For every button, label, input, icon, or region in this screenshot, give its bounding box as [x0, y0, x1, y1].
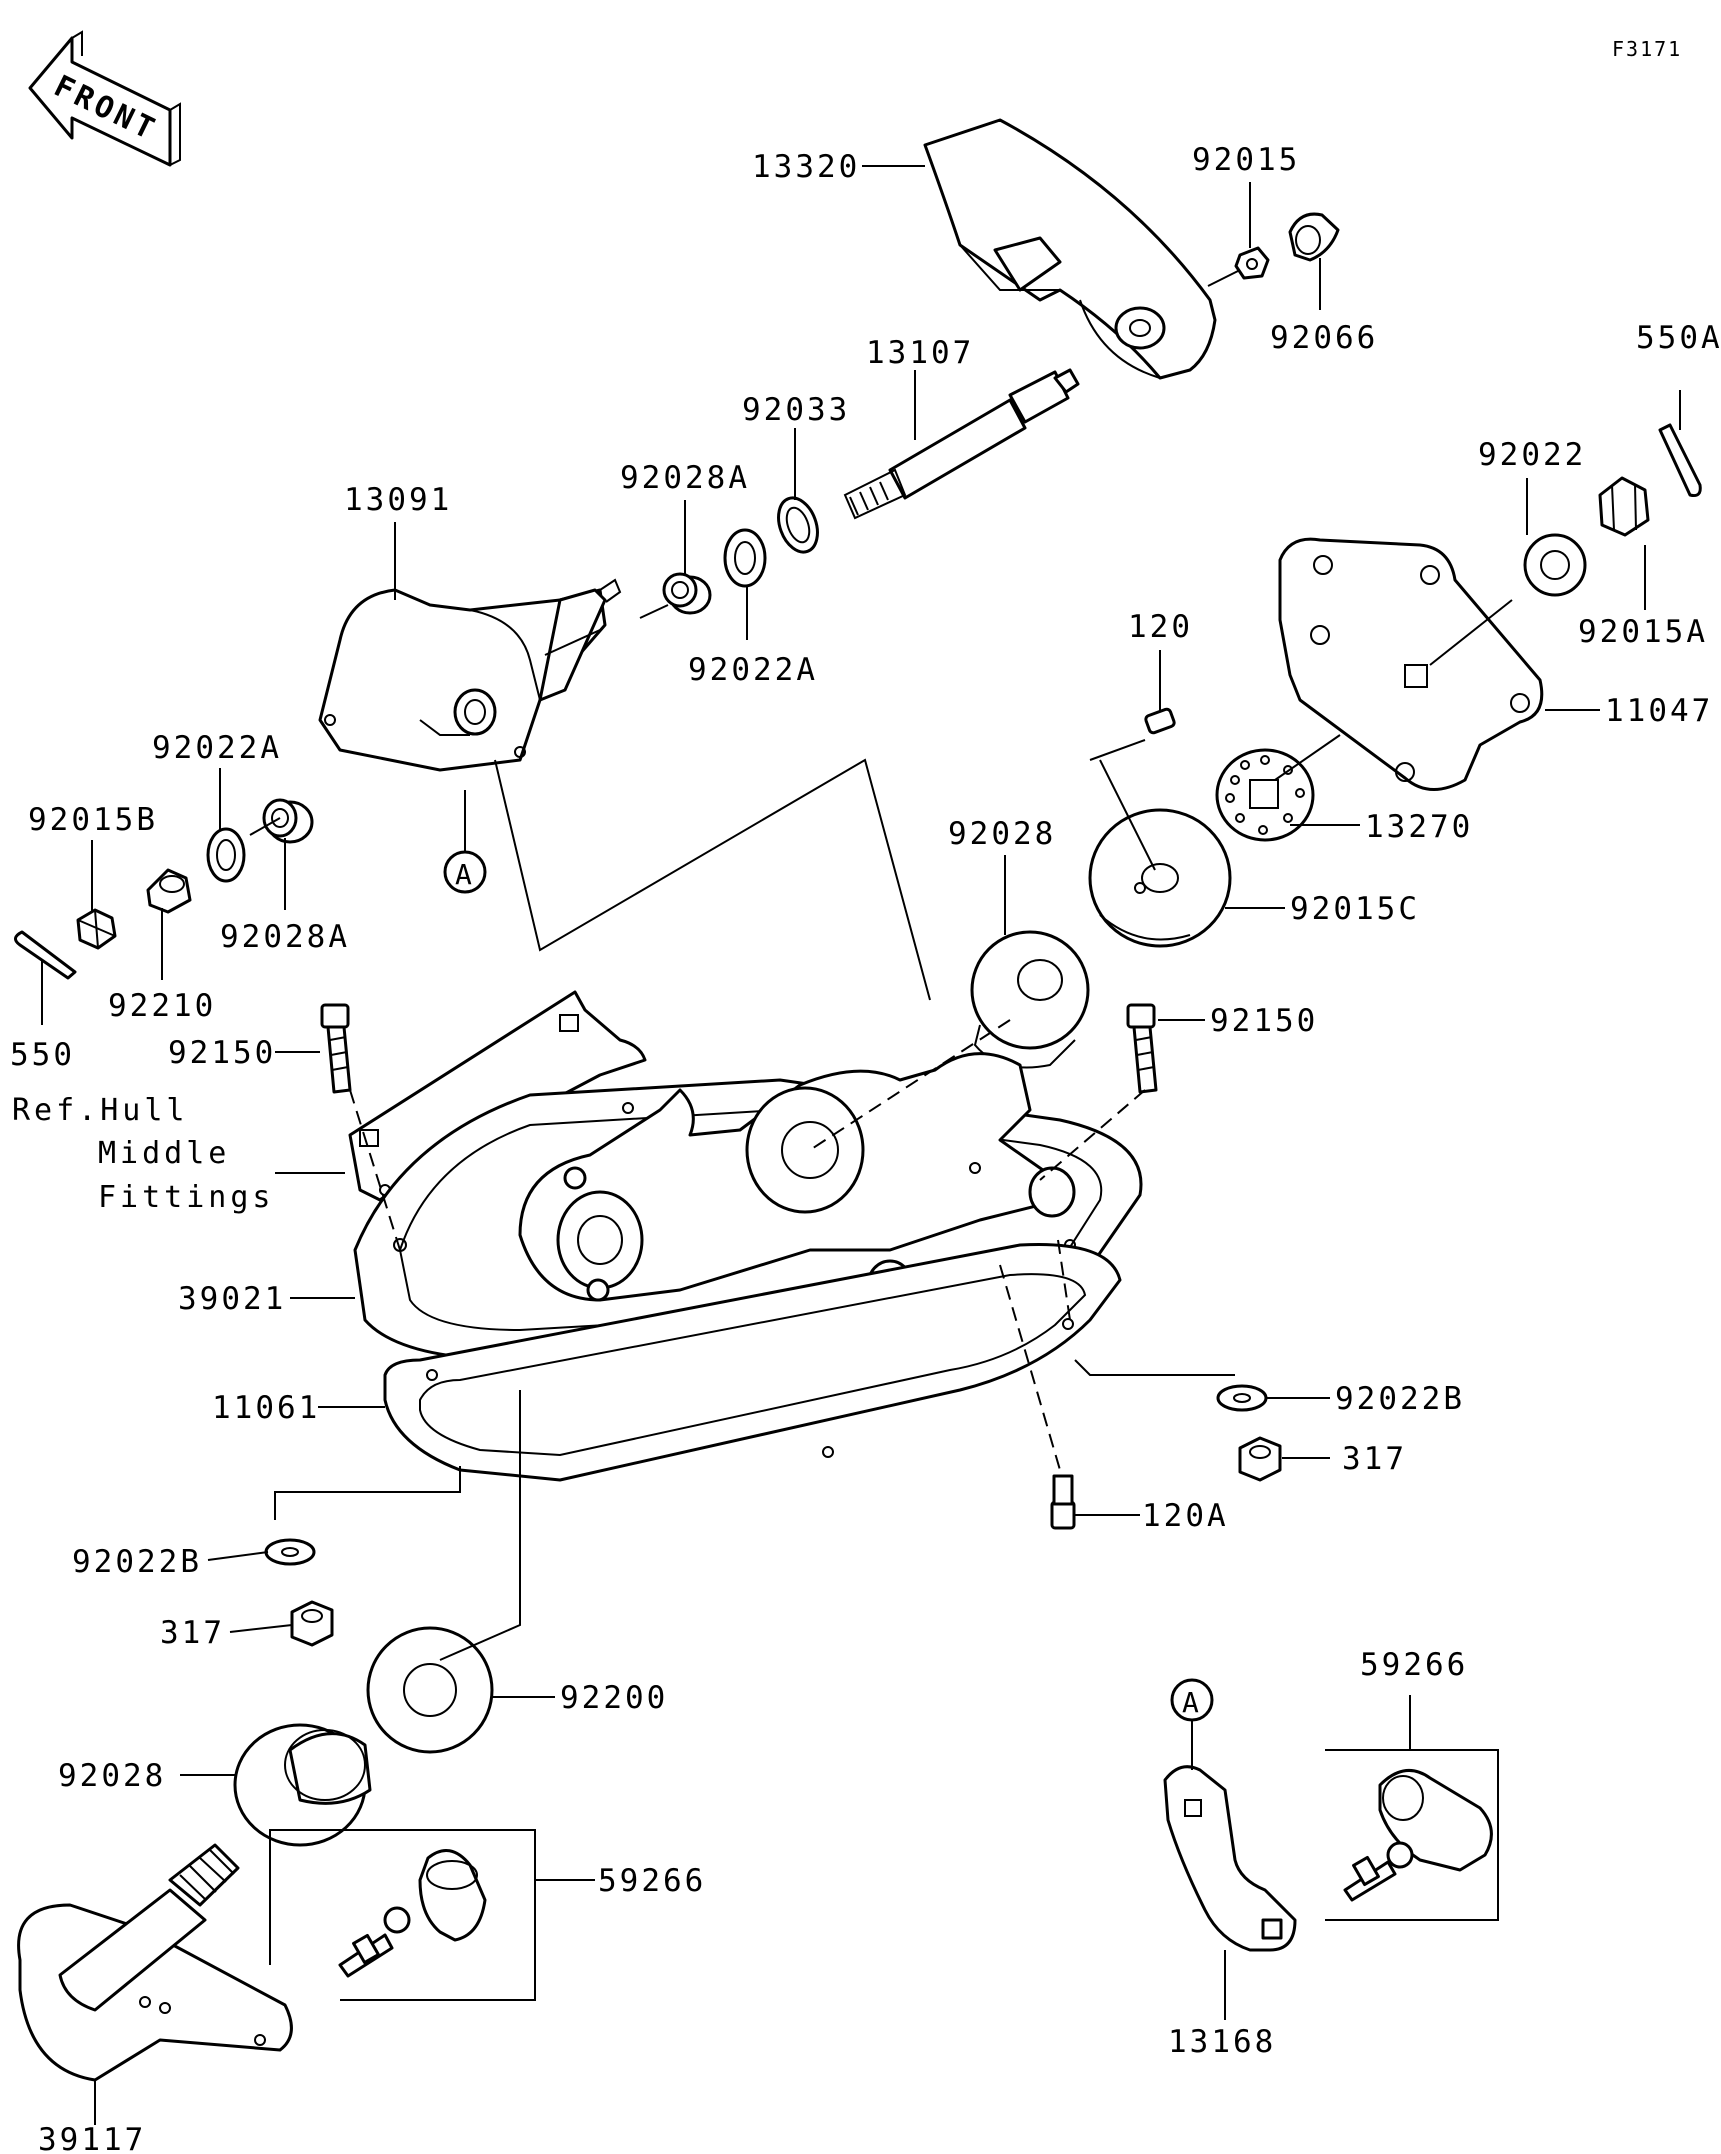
marker-a-upper-text: A: [455, 858, 472, 891]
label-92022B-right: 92022B: [1335, 1381, 1465, 1417]
label-92028-bottom: 92028: [58, 1758, 166, 1794]
figure-code: F3171: [1612, 37, 1682, 61]
part-13091-housing: [318, 578, 622, 772]
part-120-bolt: [1144, 707, 1176, 735]
part-92022B-washer-right: [1216, 1384, 1268, 1412]
part-92028-grommet-bottom: [233, 1723, 372, 1847]
label-120A: 120A: [1142, 1498, 1229, 1534]
part-92022A-washer-left: [206, 827, 246, 883]
part-39117-steering-arm: [17, 1843, 293, 2082]
label-92028-top: 92028: [948, 816, 1056, 852]
label-92033: 92033: [742, 392, 850, 428]
label-92015B: 92015B: [28, 802, 158, 838]
part-92022B-washer-left: [264, 1538, 316, 1566]
ref-note-line-2: Middle: [98, 1136, 230, 1171]
label-120: 120: [1128, 609, 1193, 645]
marker-a-upper: A: [443, 850, 487, 894]
label-92150-left: 92150: [168, 1035, 276, 1071]
part-92028-grommet-top: [970, 930, 1090, 1069]
label-550A: 550A: [1636, 320, 1721, 356]
part-92210-plug: [146, 868, 192, 914]
label-317-left: 317: [160, 1615, 225, 1651]
part-92015B-nut: [76, 908, 117, 950]
part-92015-nut: [1234, 246, 1270, 280]
label-92028A-left: 92028A: [220, 919, 350, 955]
part-550A-cotter-pin: [1658, 423, 1702, 497]
label-550: 550: [10, 1037, 75, 1073]
label-13168: 13168: [1168, 2024, 1276, 2060]
label-92015: 92015: [1192, 142, 1300, 178]
label-92022A-mid: 92022A: [688, 652, 818, 688]
part-550-cotter-pin: [14, 930, 77, 980]
part-13107-shaft: [843, 368, 1080, 520]
label-39021: 39021: [178, 1281, 286, 1317]
marker-a-lower: A: [1170, 1678, 1214, 1722]
label-39117: 39117: [38, 2122, 146, 2154]
part-317-nut-left: [290, 1600, 334, 1647]
label-92022A-left: 92022A: [152, 730, 282, 766]
part-92022-washer: [1523, 533, 1587, 597]
label-92028A-top: 92028A: [620, 460, 750, 496]
part-11047-bracket: [1278, 537, 1544, 791]
label-13107: 13107: [866, 335, 974, 371]
part-92150-bolt-right: [1126, 1003, 1158, 1094]
label-317-right: 317: [1342, 1441, 1407, 1477]
label-92210: 92210: [108, 988, 216, 1024]
label-92015A: 92015A: [1578, 614, 1708, 650]
label-59266-bottom: 59266: [598, 1863, 706, 1899]
part-92066-clip: [1288, 212, 1340, 262]
part-11061-gasket: [383, 1242, 1122, 1482]
label-11061: 11061: [212, 1390, 320, 1426]
label-92066: 92066: [1270, 320, 1378, 356]
part-59266-ball-joint-bottom: [338, 1849, 487, 1978]
part-13320-handle-cover: [923, 118, 1217, 380]
label-92022: 92022: [1478, 437, 1586, 473]
part-120A-bolt: [1050, 1474, 1076, 1530]
part-92150-bolt-left: [320, 1003, 352, 1094]
part-92033-circlip: [777, 496, 819, 554]
label-92200: 92200: [560, 1680, 668, 1716]
part-92022A-washer: [723, 528, 767, 588]
label-92022B-left: 92022B: [72, 1544, 202, 1580]
leader-lines: [41, 165, 1681, 2125]
label-13091: 13091: [344, 482, 452, 518]
part-92028A-bushing: [662, 572, 712, 615]
label-13270: 13270: [1365, 809, 1473, 845]
label-59266-right: 59266: [1360, 1647, 1468, 1683]
ref-note-line-1: Ref.Hull: [12, 1093, 189, 1128]
part-92028A-bushing-left: [262, 798, 314, 844]
ref-note-line-3: Fittings: [98, 1180, 275, 1215]
label-92150-right: 92150: [1210, 1003, 1318, 1039]
front-arrow-icon: FRONT: [28, 30, 181, 167]
part-59266-ball-joint-right: [1343, 1769, 1493, 1902]
label-13320: 13320: [752, 149, 860, 185]
label-11047: 11047: [1605, 693, 1713, 729]
part-317-nut-right: [1238, 1436, 1282, 1482]
marker-a-lower-text: A: [1182, 1686, 1199, 1719]
part-92015C-pulley: [1088, 808, 1232, 948]
part-92015A-castle-nut: [1598, 476, 1650, 537]
part-13168-lever: [1163, 1765, 1297, 1952]
part-13270-gear: [1215, 748, 1315, 842]
label-92015C: 92015C: [1290, 891, 1420, 927]
part-92200-washer: [366, 1626, 494, 1754]
